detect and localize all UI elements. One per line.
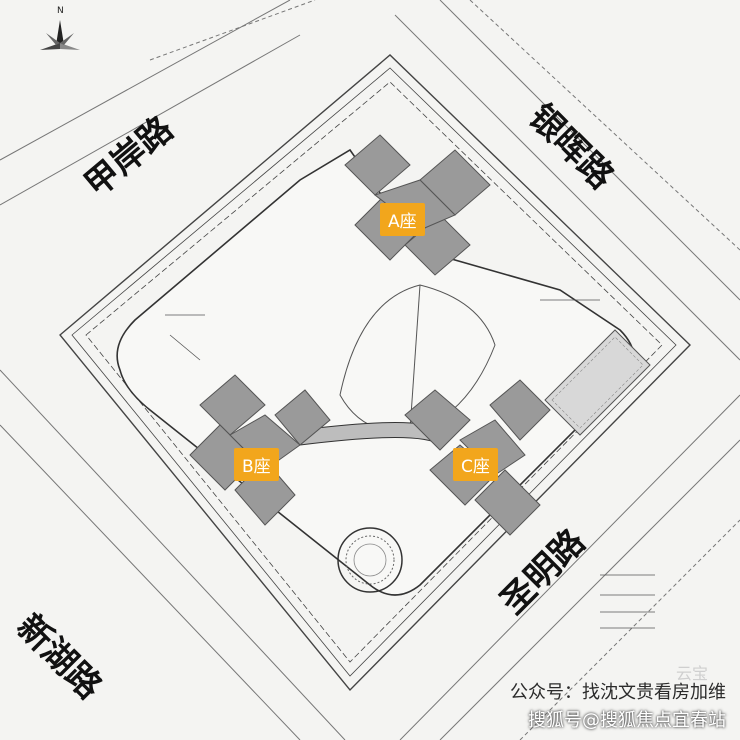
watermark-faint: 云宝 xyxy=(675,664,708,683)
watermark-line-1: 公众号：找沈文贵看房加维 xyxy=(510,682,726,703)
landscape-hatch xyxy=(544,329,651,436)
tower-c-label: C座 xyxy=(453,448,498,481)
tower-a-label: A座 xyxy=(380,203,425,236)
tower-b-label: B座 xyxy=(234,448,279,481)
site-boundary xyxy=(59,54,691,692)
north-arrow-icon xyxy=(40,20,80,50)
north-letter: N xyxy=(57,6,64,16)
annotation-lines xyxy=(165,299,655,629)
watermark-line-2: 搜狐号@搜狐焦点宜春站 xyxy=(528,710,726,731)
fountain xyxy=(337,527,403,593)
tower-c-building xyxy=(404,379,551,536)
